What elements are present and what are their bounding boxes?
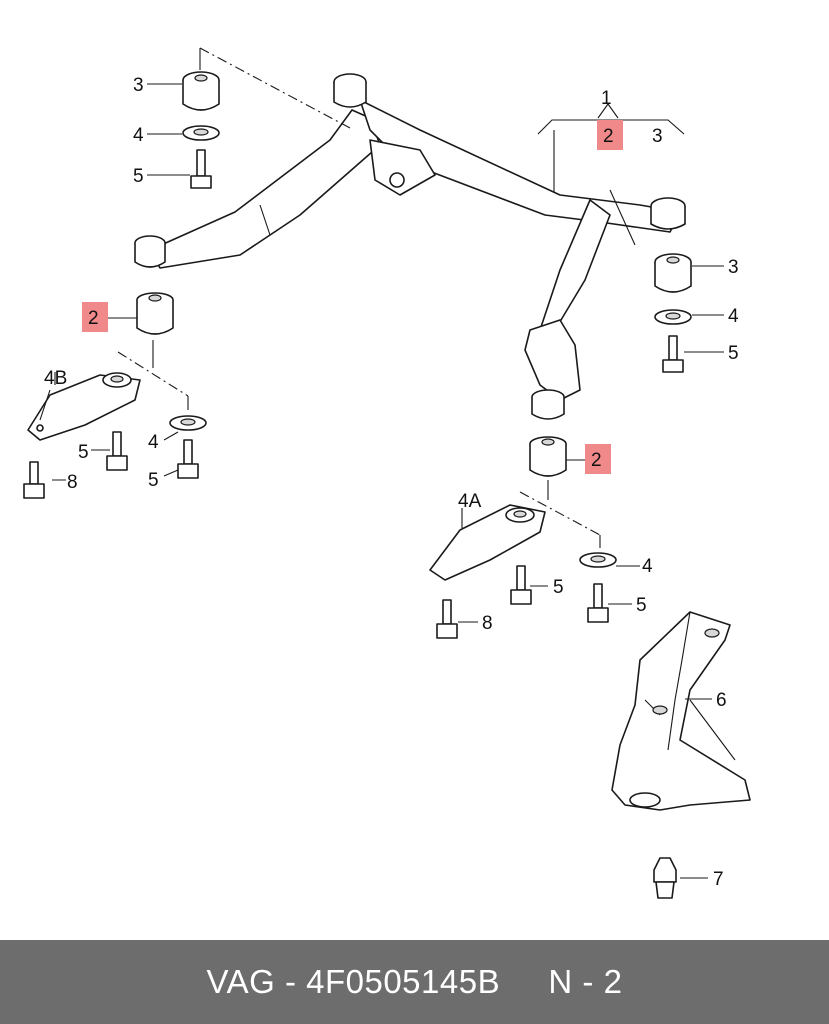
right-mount-stack — [654, 253, 724, 373]
leader-line — [117, 351, 189, 397]
part-6-bracket — [611, 611, 751, 811]
callout-3-right: 3 — [728, 257, 739, 278]
leader-line — [199, 47, 351, 129]
rear-subframe — [134, 73, 686, 420]
callout-6: 6 — [716, 690, 727, 711]
callout-7: 7 — [713, 869, 724, 890]
callout-2-right: 2 — [591, 450, 602, 471]
highlight-box-left — [82, 302, 108, 332]
right-bushing — [529, 436, 586, 477]
callout-8-mid: 8 — [482, 613, 493, 634]
left-bushing — [104, 292, 174, 335]
leader-line — [519, 491, 601, 536]
callout-1: 1 — [601, 88, 612, 109]
callout-1-fork — [597, 103, 619, 119]
part-7-clip — [653, 857, 708, 899]
callout-8-left: 8 — [67, 472, 78, 493]
callout-4-upper-left: 4 — [133, 125, 144, 146]
callout-5-upper-left: 5 — [133, 166, 144, 187]
callout-4b: 4B — [44, 368, 67, 389]
callout-5-left-outer: 5 — [148, 470, 159, 491]
callout-3-upper-left: 3 — [133, 75, 144, 96]
bracket-4b — [23, 372, 207, 499]
highlight-box-right — [585, 444, 611, 474]
callout-4-right: 4 — [728, 306, 739, 327]
callout-5-mid-outer: 5 — [636, 595, 647, 616]
callout-4-left: 4 — [148, 432, 159, 453]
upper-left-mount-stack — [147, 71, 220, 189]
bracket-4a — [429, 504, 640, 639]
callout-4a: 4A — [458, 491, 482, 512]
part-number-caption: VAG - 4F0505145B N - 2 — [206, 963, 623, 1000]
footer-bar: VAG - 4F0505145B N - 2 — [0, 940, 829, 1024]
callout-2-top: 2 — [603, 126, 614, 147]
callout-3-top-right: 3 — [652, 126, 663, 147]
exploded-parts-diagram: 1 2 3 3 4 5 2 4B 5 4 5 8 3 4 5 2 4A 5 4 … — [23, 47, 751, 899]
callout-5-right: 5 — [728, 343, 739, 364]
highlight-box-top — [597, 120, 623, 150]
callout-5-mid-inner: 5 — [553, 577, 564, 598]
callout-5-left-inner: 5 — [78, 442, 89, 463]
callout-4-mid: 4 — [642, 556, 653, 577]
callout-2-left: 2 — [88, 308, 99, 329]
